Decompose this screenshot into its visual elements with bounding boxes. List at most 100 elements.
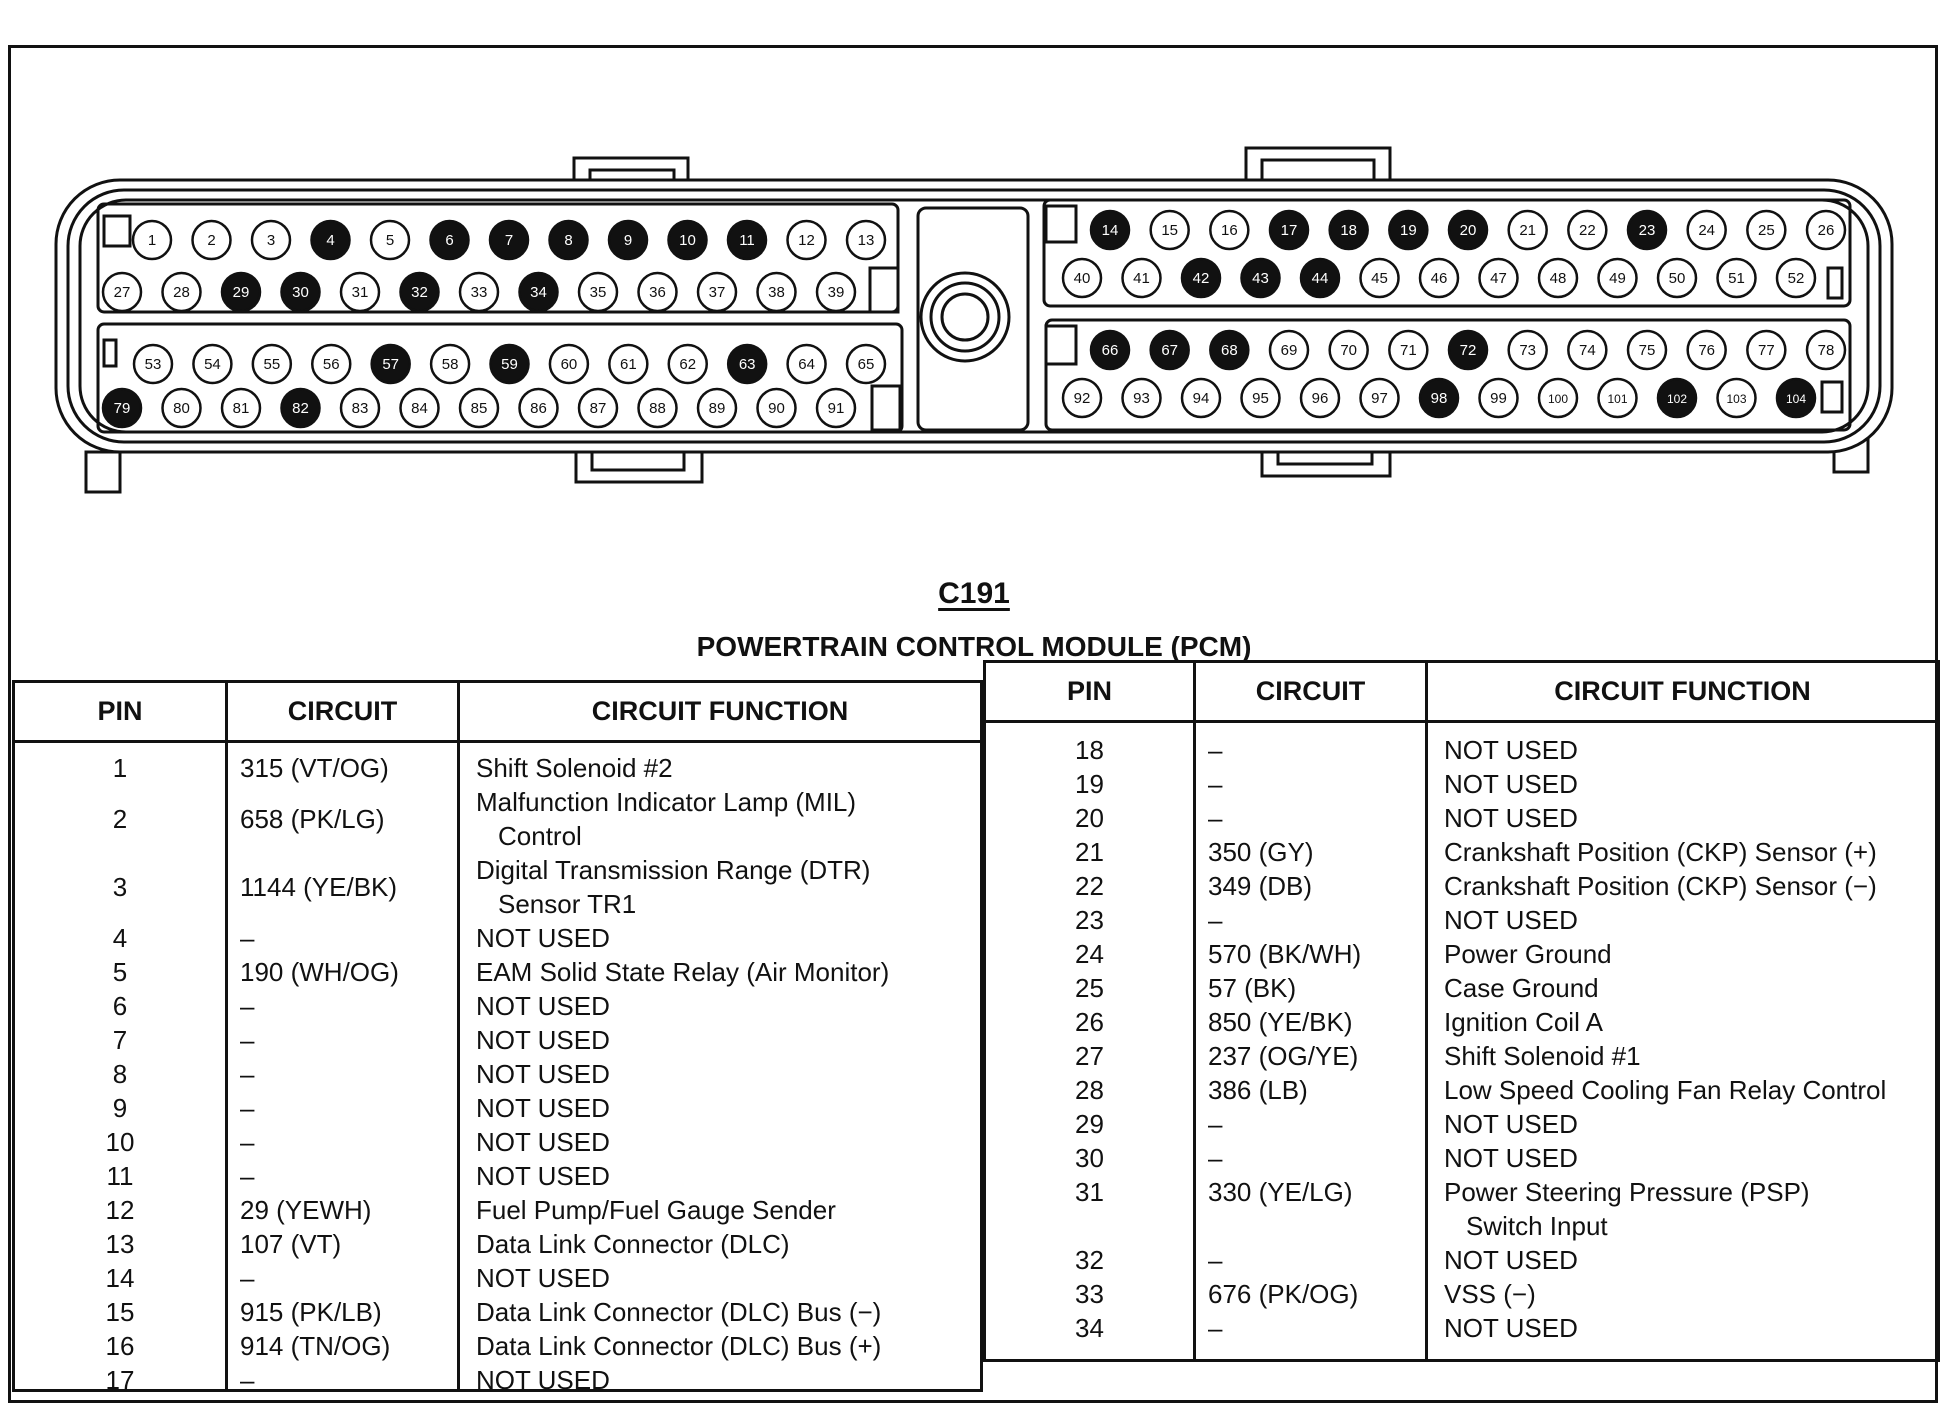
pin-49-circle: [1597, 257, 1638, 299]
pin-82-label: 82: [292, 400, 309, 417]
row-27-circuit: 237 (OG/YE): [1208, 1041, 1359, 1071]
pin-44-circle: [1299, 257, 1341, 299]
pin-58-label: 58: [442, 356, 459, 373]
pin-99-circle: [1478, 377, 1519, 419]
row-32-circuit: –: [1208, 1245, 1223, 1275]
circuit-column: CIRCUIT –––350 (GY)349 (DB)–570 (BK/WH)5…: [1196, 663, 1428, 1359]
pin-25-circle: [1746, 209, 1787, 251]
pin-11-label: 11: [739, 232, 755, 249]
pin-95-circle: [1240, 377, 1281, 419]
row-9-pin: 9: [112, 1093, 128, 1123]
row-25-pin: 25: [1075, 973, 1104, 1003]
row-9-circuit: –: [240, 1093, 255, 1123]
pin-58-circle: [429, 343, 471, 385]
row-2-function-cont: Control: [498, 821, 582, 851]
row-2-function: Malfunction Indicator Lamp (MIL): [476, 787, 857, 817]
pin-87-label: 87: [590, 400, 607, 417]
pin-61-circle: [608, 343, 649, 385]
row-18-pin: 18: [1075, 735, 1104, 765]
pin-26-label: 26: [1818, 222, 1835, 239]
pin-68-label: 68: [1221, 342, 1238, 359]
pin-32-circle: [399, 271, 440, 313]
row-1-function: Shift Solenoid #2: [476, 753, 673, 783]
pin-81-label: 81: [233, 400, 250, 417]
pin-93-circle: [1121, 377, 1162, 419]
row-7-circuit: –: [240, 1025, 255, 1055]
pin-17-label: 17: [1281, 222, 1298, 239]
pin-1-label: 1: [148, 232, 156, 249]
row-31-function-cont: Switch Input: [1466, 1211, 1608, 1241]
row-6-pin: 6: [112, 991, 128, 1021]
pin-22-label: 22: [1579, 222, 1596, 239]
pin-94-circle: [1180, 377, 1222, 419]
row-9-function: NOT USED: [476, 1093, 610, 1123]
pin-52-circle: [1775, 257, 1817, 299]
row-32-pin: 32: [1075, 1245, 1104, 1275]
pin-64-label: 64: [798, 356, 815, 373]
pin-3-circle: [250, 219, 292, 261]
pin-47-label: 47: [1490, 270, 1507, 287]
pin-40-circle: [1061, 257, 1103, 299]
pin-16-circle: [1209, 209, 1250, 251]
pin-90-label: 90: [768, 400, 785, 417]
row-33-function: VSS (−): [1444, 1279, 1536, 1309]
pin-56-label: 56: [323, 356, 340, 373]
row-11-pin: 11: [106, 1161, 134, 1191]
pin-18-label: 18: [1340, 222, 1357, 239]
pin-81-circle: [220, 387, 262, 429]
row-11-function: NOT USED: [476, 1161, 610, 1191]
row-19-function: NOT USED: [1444, 769, 1578, 799]
pin-60-label: 60: [561, 356, 578, 373]
pin-20-label: 20: [1460, 222, 1477, 239]
pin-80-label: 80: [173, 400, 190, 417]
pin-19-label: 19: [1400, 222, 1417, 239]
row-10-circuit: –: [240, 1127, 255, 1157]
row-34-function: NOT USED: [1444, 1313, 1578, 1343]
pin-88-circle: [637, 387, 678, 429]
pin-103-circle: [1716, 377, 1757, 419]
pin-93-label: 93: [1133, 390, 1150, 407]
row-12-pin: 12: [105, 1195, 135, 1225]
pin-100-circle: [1537, 377, 1579, 419]
row-28-function: Low Speed Cooling Fan Relay Control: [1444, 1075, 1887, 1105]
pin-55-circle: [251, 343, 293, 385]
pin-75-label: 75: [1639, 342, 1656, 359]
row-22-function: Crankshaft Position (CKP) Sensor (−): [1444, 871, 1877, 901]
row-20-function: NOT USED: [1444, 803, 1578, 833]
pin-15-label: 15: [1161, 222, 1178, 239]
row-29-function: NOT USED: [1444, 1109, 1578, 1139]
pin-55-label: 55: [263, 356, 280, 373]
pin-92-label: 92: [1074, 390, 1091, 407]
pin-22-circle: [1567, 209, 1608, 251]
pin-61-label: 61: [620, 356, 637, 373]
row-23-pin: 23: [1075, 905, 1104, 935]
pin-62-circle: [667, 343, 708, 385]
row-4-pin: 4: [112, 923, 128, 953]
function-header: CIRCUIT FUNCTION: [460, 683, 980, 743]
pin-59-label: 59: [501, 356, 518, 373]
pin-45-circle: [1359, 257, 1400, 299]
pin-15-circle: [1149, 209, 1190, 251]
row-18-function: NOT USED: [1444, 735, 1578, 765]
pin-51-circle: [1716, 257, 1757, 299]
row-7-function: NOT USED: [476, 1025, 610, 1055]
pin-6-circle: [429, 219, 470, 261]
pin-14-circle: [1089, 209, 1131, 251]
pin-77-circle: [1746, 329, 1787, 371]
pin-67-circle: [1149, 329, 1190, 371]
pin-30-label: 30: [292, 284, 309, 301]
pin-10-circle: [667, 219, 708, 261]
row-25-circuit: 57 (BK): [1208, 973, 1297, 1003]
pin-71-label: 71: [1400, 342, 1417, 359]
pin-10-label: 10: [679, 232, 696, 249]
pin-82-circle: [280, 387, 321, 429]
pin-83-label: 83: [352, 400, 369, 417]
pin-36-label: 36: [649, 284, 666, 301]
pin-27-circle: [101, 271, 143, 313]
pin-65-circle: [845, 343, 887, 385]
pin-101-circle: [1597, 377, 1638, 419]
row-32-function: NOT USED: [1444, 1245, 1578, 1275]
row-3-pin: 3: [112, 872, 128, 902]
